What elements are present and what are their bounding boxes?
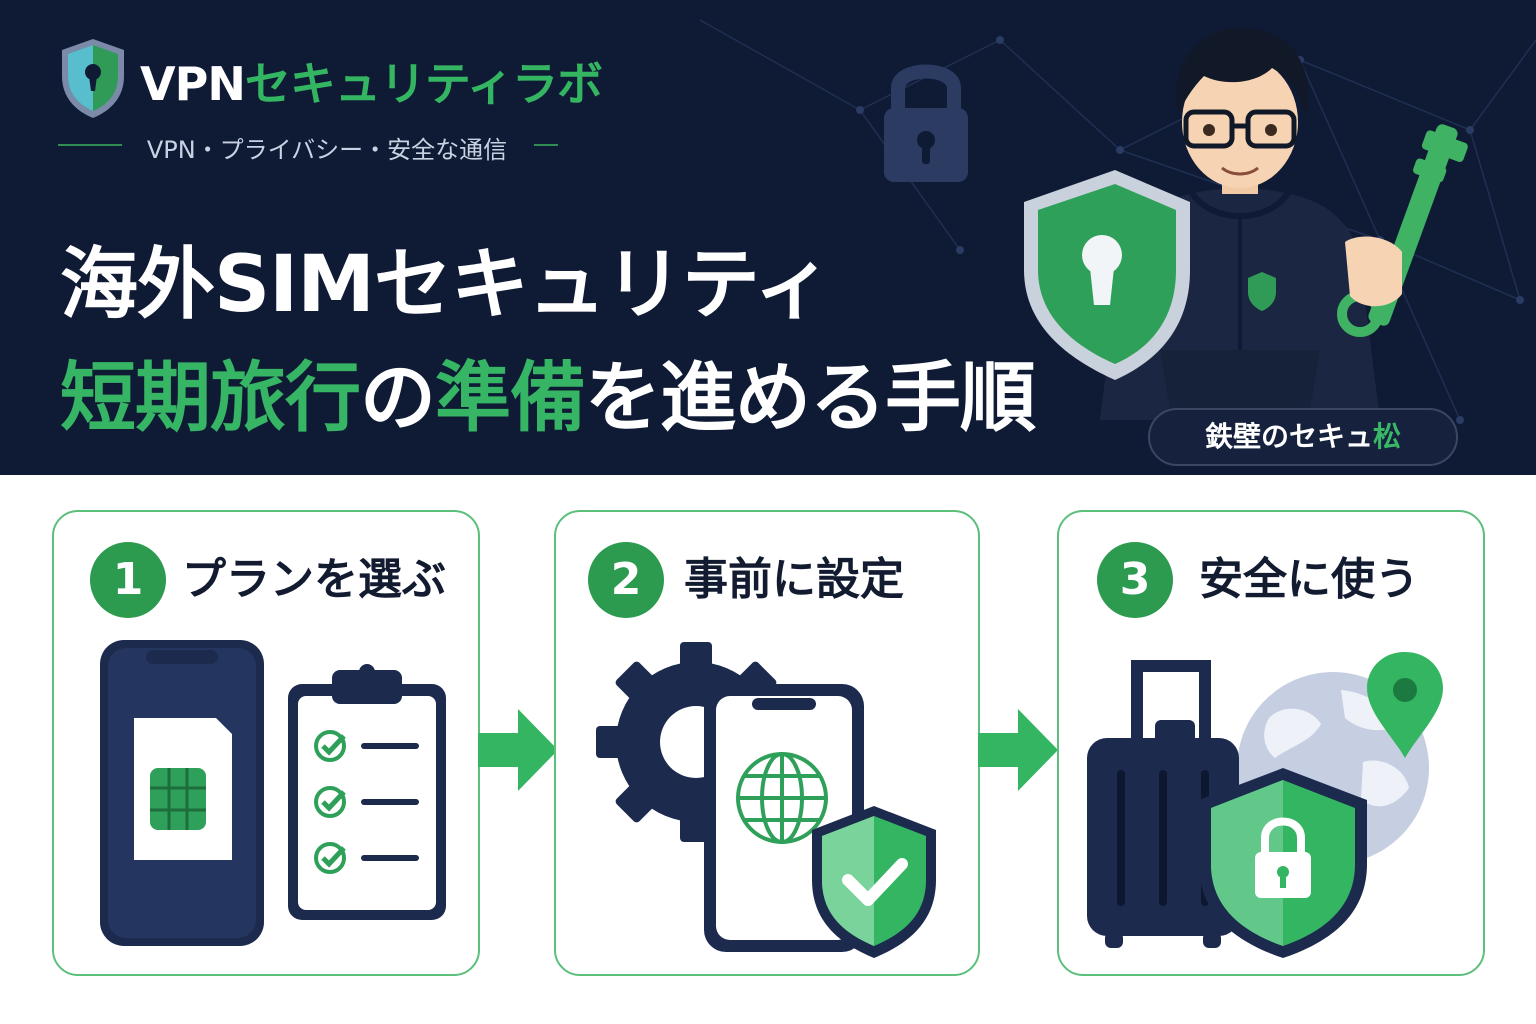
brand-name-vpn: VPN <box>140 57 246 111</box>
shield-check-icon <box>812 806 936 958</box>
step-card-1: 1 プランを選ぶ <box>52 510 480 976</box>
map-pin-icon <box>1367 652 1443 758</box>
step-card-2: 2 事前に設定 <box>554 510 980 976</box>
step-2-illustration <box>596 642 936 958</box>
tagline-row: VPN・プライバシー・安全な通信 <box>58 128 558 164</box>
hero-banner: VPNセキュリティラボ VPN・プライバシー・安全な通信 海外SIMセキュリティ… <box>0 0 1536 475</box>
checklist-clipboard-icon <box>288 664 446 920</box>
step-card-3: 3 安全に使う <box>1057 510 1485 976</box>
character-name-main: 鉄壁のセキュ <box>1204 420 1373 453</box>
headline-line-1: 海外SIMセキュリティ <box>60 240 832 330</box>
step-number-2: 2 <box>588 542 664 618</box>
tagline: VPN・プライバシー・安全な通信 <box>146 136 508 164</box>
shield-keyhole-icon <box>1024 170 1190 380</box>
sim-card-icon <box>134 718 232 860</box>
arrow-right-icon <box>978 709 1058 791</box>
hoodie-shield-icon <box>1248 272 1276 311</box>
step-number-3: 3 <box>1097 542 1173 618</box>
tagline-divider-right <box>534 144 558 146</box>
step-1-illustration <box>100 640 446 946</box>
shield-keyhole-icon <box>62 39 124 118</box>
step-label-1: プランを選ぶ <box>182 554 446 605</box>
tagline-divider-left <box>58 144 122 146</box>
step-label-3: 安全に使う <box>1199 554 1419 605</box>
brand-name: VPNセキュリティラボ <box>140 48 603 114</box>
shield-lock-icon <box>1199 768 1367 958</box>
headline-steps: を進める手順 <box>585 353 1036 442</box>
arrow-right-icon <box>478 709 558 791</box>
step-number-1: 1 <box>90 542 166 618</box>
brand-name-lab: セキュリティラボ <box>244 57 603 111</box>
step-label-2: 事前に設定 <box>684 554 904 605</box>
mascot-character <box>1024 27 1468 420</box>
headline-particle: の <box>360 353 436 442</box>
step-3-illustration <box>1087 652 1443 958</box>
headline-short-trip: 短期旅行 <box>60 353 361 442</box>
character-name-badge: 鉄壁のセキュ松 <box>1148 408 1458 466</box>
globe-icon <box>736 752 828 844</box>
character-name-accent: 松 <box>1373 420 1402 453</box>
padlock-icon <box>884 64 968 182</box>
headline-line-2: 短期旅行の準備を進める手順 <box>60 336 1036 446</box>
headline-preparation: 準備 <box>435 353 586 442</box>
